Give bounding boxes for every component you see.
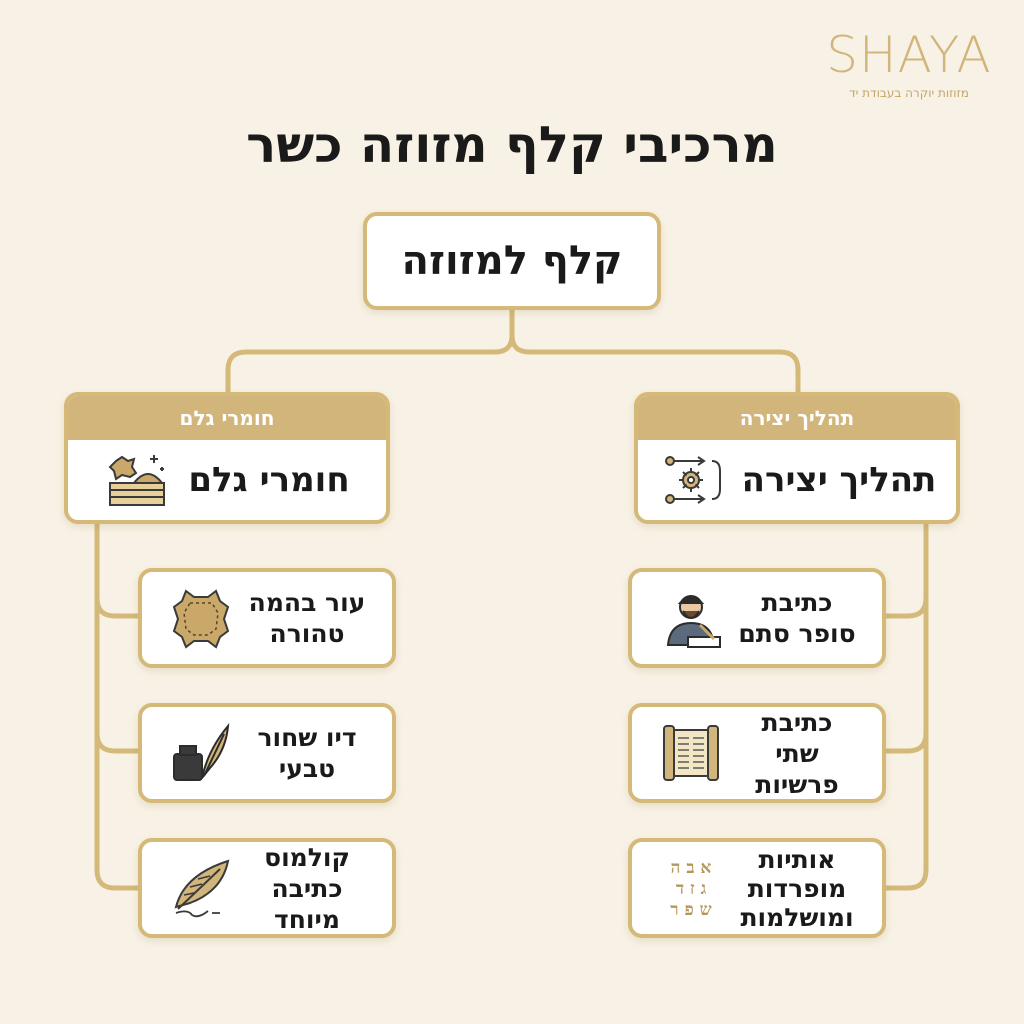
category-process-label: תהליך יצירה bbox=[741, 460, 937, 500]
brand-logo: SHAYA מזוזות יוקרה בעבודת יד bbox=[824, 28, 994, 100]
process-item-two-portions-label: כתיבת שתי פרשיות bbox=[755, 707, 839, 799]
process-gear-icon bbox=[664, 456, 721, 504]
category-materials-label: חומרי גלם bbox=[188, 460, 350, 500]
letters-row-2: ג ז ד bbox=[676, 879, 707, 899]
process-item-letters: אותיות מופרדות ומושלמות א ב ה ג ז ד ש פ … bbox=[628, 838, 886, 938]
category-process: תהליך יצירה תהליך יצירה bbox=[634, 392, 960, 524]
torah-scroll-icon bbox=[663, 725, 719, 781]
scribe-writing-icon bbox=[666, 595, 721, 648]
root-label: קלף למזוזה bbox=[401, 238, 623, 284]
brand-name: SHAYA bbox=[826, 26, 992, 84]
material-item-ink-label: דיו שחור טבעי bbox=[257, 723, 357, 783]
category-materials: חומרי גלם חומרי גלם bbox=[64, 392, 390, 524]
letters-row-1: א ב ה bbox=[671, 858, 712, 878]
material-item-quill: קולמוס כתיבה מיוחד bbox=[138, 838, 396, 938]
ink-bottle-quill-icon bbox=[173, 722, 230, 781]
material-item-hide: עור בהמה טהורה bbox=[138, 568, 396, 668]
brand-tagline: מזוזות יוקרה בעבודת יד bbox=[849, 86, 969, 100]
process-item-two-portions: כתיבת שתי פרשיות bbox=[628, 703, 886, 803]
material-item-hide-label: עור בהמה טהורה bbox=[248, 588, 366, 648]
material-item-ink: דיו שחור טבעי bbox=[138, 703, 396, 803]
process-item-scribe-label: כתיבת סופר סתם bbox=[738, 588, 856, 648]
quill-pen-icon bbox=[174, 859, 230, 918]
hebrew-letters-icon: א ב ה ג ז ד ש פ ר bbox=[670, 858, 712, 920]
category-materials-header: חומרי גלם bbox=[68, 396, 386, 440]
process-item-letters-label: אותיות מופרדות ומושלמות bbox=[740, 844, 854, 932]
category-process-header: תהליך יצירה bbox=[638, 396, 956, 440]
page-title: מרכיבי קלף מזוזה כשר bbox=[246, 116, 778, 174]
material-item-quill-label: קולמוס כתיבה מיוחד bbox=[264, 842, 350, 934]
root-node: קלף למזוזה bbox=[363, 212, 661, 310]
letters-row-3: ש פ ר bbox=[670, 900, 711, 920]
raw-materials-icon bbox=[108, 455, 166, 506]
process-item-scribe: כתיבת סופר סתם bbox=[628, 568, 886, 668]
leather-hide-icon bbox=[172, 589, 230, 649]
